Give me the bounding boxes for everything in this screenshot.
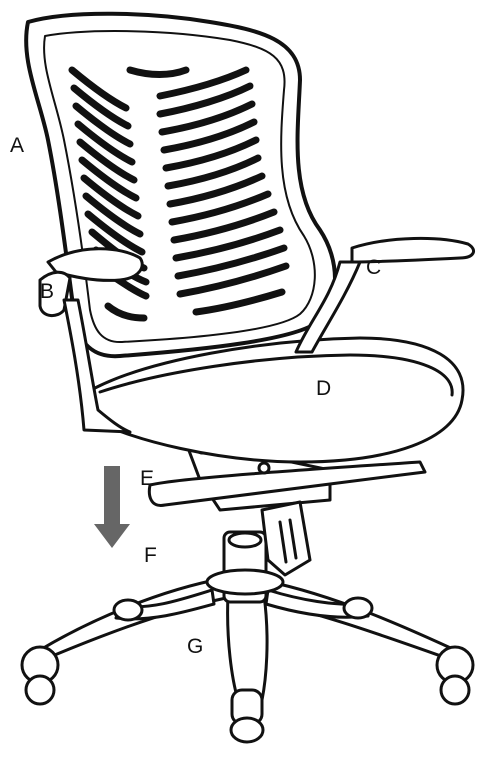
- label-g: G: [187, 636, 203, 657]
- label-f: F: [144, 545, 157, 566]
- label-c: C: [366, 257, 381, 278]
- chair-seat: [84, 338, 463, 462]
- down-arrow-icon: [94, 466, 130, 548]
- label-e: E: [140, 468, 154, 489]
- label-d: D: [316, 378, 331, 399]
- label-b: B: [40, 281, 54, 302]
- label-a: A: [10, 135, 24, 156]
